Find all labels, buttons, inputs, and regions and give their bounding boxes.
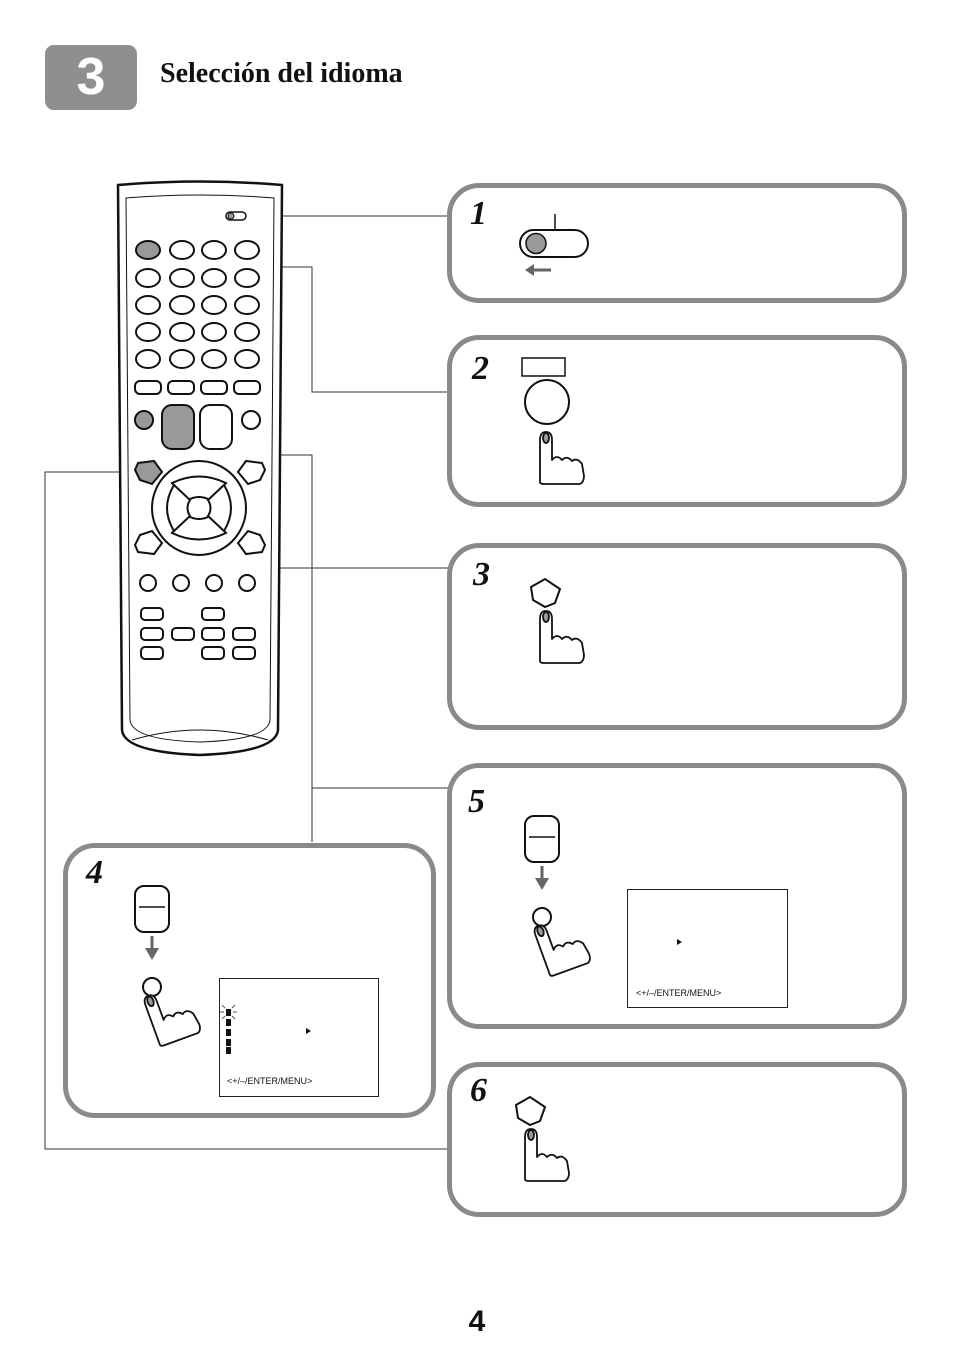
step-3-number: 3 — [473, 556, 490, 593]
step-1-number: 1 — [470, 195, 487, 232]
step-6-number: 6 — [470, 1072, 487, 1109]
step-5-number: 5 — [468, 783, 485, 820]
select-button-press-icon — [134, 885, 201, 1047]
step-2-number: 2 — [472, 350, 489, 387]
step-5-screen-hint: <+/–/ENTER/MENU> — [636, 988, 722, 998]
step-4-screen-hint: <+/–/ENTER/MENU> — [227, 1076, 313, 1086]
menu-cursor-icon — [677, 939, 682, 945]
section-number-badge: 3 — [45, 45, 137, 110]
step-4-number: 4 — [86, 854, 103, 891]
step-5-screen: <+/–/ENTER/MENU> — [627, 889, 788, 1008]
menu-button-press-icon — [529, 577, 585, 664]
menu-cursor-icon — [220, 1004, 311, 1054]
slide-switch-icon — [519, 214, 589, 276]
select-button-press-icon — [524, 815, 591, 977]
section-title: Selección del idioma — [160, 58, 403, 89]
step-4-screen: <+/–/ENTER/MENU> — [219, 978, 379, 1097]
power-button-press-icon — [521, 357, 585, 485]
page-number: 4 — [468, 1305, 486, 1338]
step-3-box — [447, 543, 907, 730]
menu-button-press-icon — [514, 1095, 570, 1182]
remote-control-icon — [116, 180, 284, 757]
step-6-box — [447, 1062, 907, 1217]
